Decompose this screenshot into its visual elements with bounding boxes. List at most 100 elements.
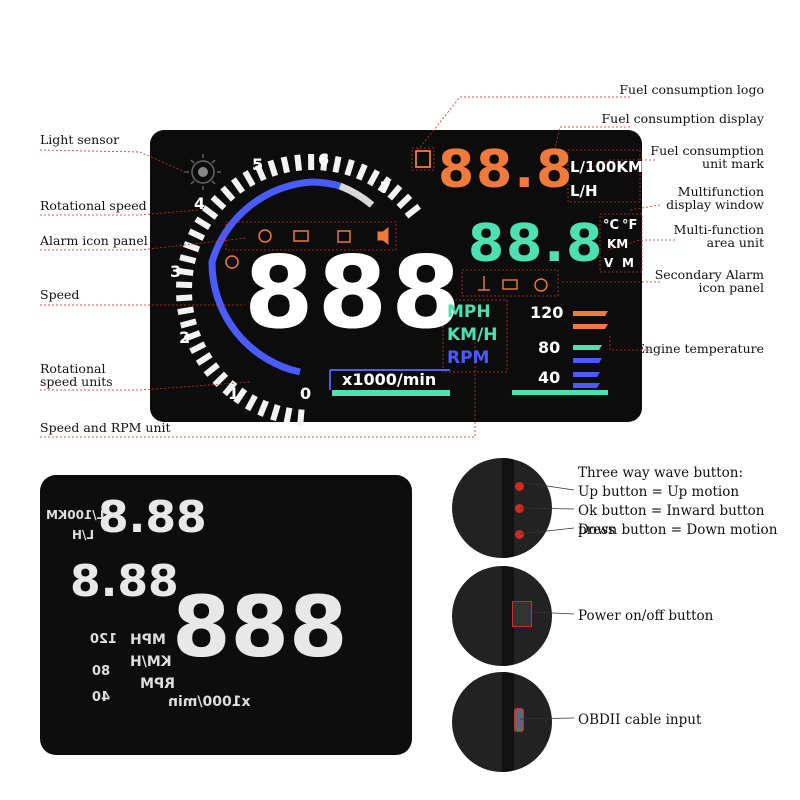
label-light-sensor: Light sensor <box>40 132 120 147</box>
mirror-temp-40: 40 <box>92 690 111 705</box>
rpm-segment <box>270 404 281 422</box>
label-multifunction-1: Multifunction <box>677 184 764 199</box>
up-button-marker[interactable] <box>515 482 524 491</box>
rpm-segment <box>176 294 193 302</box>
rpm-tick-0: 0 <box>300 384 312 403</box>
mirror-temp-120: 120 <box>90 632 118 647</box>
rpm-segment <box>387 184 403 201</box>
mirror-mph: MPH <box>130 632 166 648</box>
rpm-segment <box>283 407 293 425</box>
rpm-segment <box>220 185 236 202</box>
rpm-white-arc <box>338 182 375 208</box>
secondary-alarm-icons <box>478 276 548 292</box>
rpm-segment <box>183 241 201 253</box>
rpm-segment <box>222 380 238 397</box>
rpm-segment <box>179 254 197 264</box>
wave-ok: Ok button = Inward button press <box>578 503 765 538</box>
rpm-segment <box>367 169 380 187</box>
rpm-segment <box>257 399 269 417</box>
rpm-tick-5: 5 <box>252 155 264 174</box>
unit-mph: MPH <box>447 302 491 322</box>
label-fuel-unit-1: Fuel consumption <box>650 143 764 158</box>
wave-title: Three way wave button: <box>578 465 744 481</box>
mirror-rpm: RPM <box>140 676 175 692</box>
light-sensor-icon <box>185 154 221 190</box>
label-rot-units-2: speed units <box>40 374 113 389</box>
hud-device-back <box>40 475 412 755</box>
rpm-segment <box>297 409 305 426</box>
mirror-fuel-unit: L/100KM <box>46 508 105 522</box>
obd-port-closeup <box>452 672 552 772</box>
rpm-tick-7: 7 <box>380 178 392 197</box>
rpm-segment <box>254 164 267 182</box>
engine-icon <box>293 230 309 242</box>
label-alarm-panel: Alarm icon panel <box>40 233 148 248</box>
rpm-tick-6: 6 <box>318 150 330 169</box>
label-rot-units-1: Rotational <box>40 361 106 376</box>
mirror-rpm-unit: x1000/min <box>168 694 251 710</box>
rpm-segment <box>177 306 195 316</box>
brake-icon <box>225 255 239 269</box>
coolant-cup-icon <box>337 230 351 243</box>
wave-down: Down button = Down motion <box>578 522 778 538</box>
rpm-segment <box>201 205 219 220</box>
unit-v: V <box>604 256 614 270</box>
mirror-speed: 888 <box>172 578 348 676</box>
rpm-unit: x1000/min <box>342 370 437 389</box>
label-multi-area-1: Multi-function <box>673 222 764 237</box>
label-secondary-alarm-2: icon panel <box>698 280 764 295</box>
rpm-segment <box>396 193 413 210</box>
rpm-segment <box>188 228 206 241</box>
rpm-segment <box>377 176 392 193</box>
label-fuel-unit-2: unit mark <box>702 156 764 171</box>
ok-button-marker[interactable] <box>515 504 524 513</box>
label-secondary-alarm-1: Secondary Alarm <box>654 267 764 282</box>
rpm-segment <box>203 362 220 377</box>
multifunction-display: 88.8 <box>468 214 605 274</box>
unit-fahrenheit: °F <box>622 218 638 233</box>
rpm-bar <box>332 390 450 396</box>
fuel-unit-lh: L/H <box>570 182 598 200</box>
down-button-marker[interactable] <box>515 530 524 539</box>
rpm-segment <box>294 154 303 172</box>
label-rotational-speed: Rotational speed <box>40 198 147 213</box>
wave-button-closeup <box>452 458 552 558</box>
rpm-segment <box>179 318 197 329</box>
unit-m: M <box>622 256 634 270</box>
warning-icon <box>258 229 272 243</box>
rpm-segment <box>242 170 256 188</box>
alarm-icons <box>225 226 389 269</box>
mirror-kmh: KM/H <box>130 654 172 670</box>
rpm-tick-2: 2 <box>179 328 191 347</box>
mirror-fuel: 88.8 <box>98 492 207 543</box>
rpm-blue-arc <box>208 178 341 376</box>
unit-km: KM <box>607 237 629 251</box>
rpm-tick-1: 1 <box>228 384 240 403</box>
rpm-segment <box>189 341 207 354</box>
mirror-temp-80: 80 <box>92 664 111 679</box>
label-fuel-display: Fuel consumption display <box>601 111 765 126</box>
power-button[interactable] <box>512 601 532 627</box>
mirror-fuel-unit-2: L/H <box>72 528 95 542</box>
rpm-segment <box>244 394 258 412</box>
speed-display: 888 <box>244 234 465 351</box>
label-speed: Speed <box>40 287 80 302</box>
rpm-segment <box>267 159 279 177</box>
temp-80: 80 <box>538 338 561 357</box>
mirror-multi: 88.8 <box>70 556 179 607</box>
rpm-segment <box>344 159 355 177</box>
rpm-segment <box>280 156 290 174</box>
rpm-segment <box>194 216 212 231</box>
rpm-segment <box>404 203 422 219</box>
rpm-segment <box>230 177 246 194</box>
rpm-segment <box>320 154 328 171</box>
label-multifunction-2: display window <box>666 197 764 212</box>
wave-up: Up button = Up motion <box>578 484 740 500</box>
obd-port[interactable] <box>514 708 524 732</box>
rpm-segment <box>183 330 202 342</box>
power-label: Power on/off button <box>578 608 714 624</box>
rpm-segment <box>176 267 194 277</box>
label-fuel-logo: Fuel consumption logo <box>619 82 764 97</box>
rpm-tick-4: 4 <box>194 194 206 213</box>
speaker-icon <box>377 226 389 246</box>
